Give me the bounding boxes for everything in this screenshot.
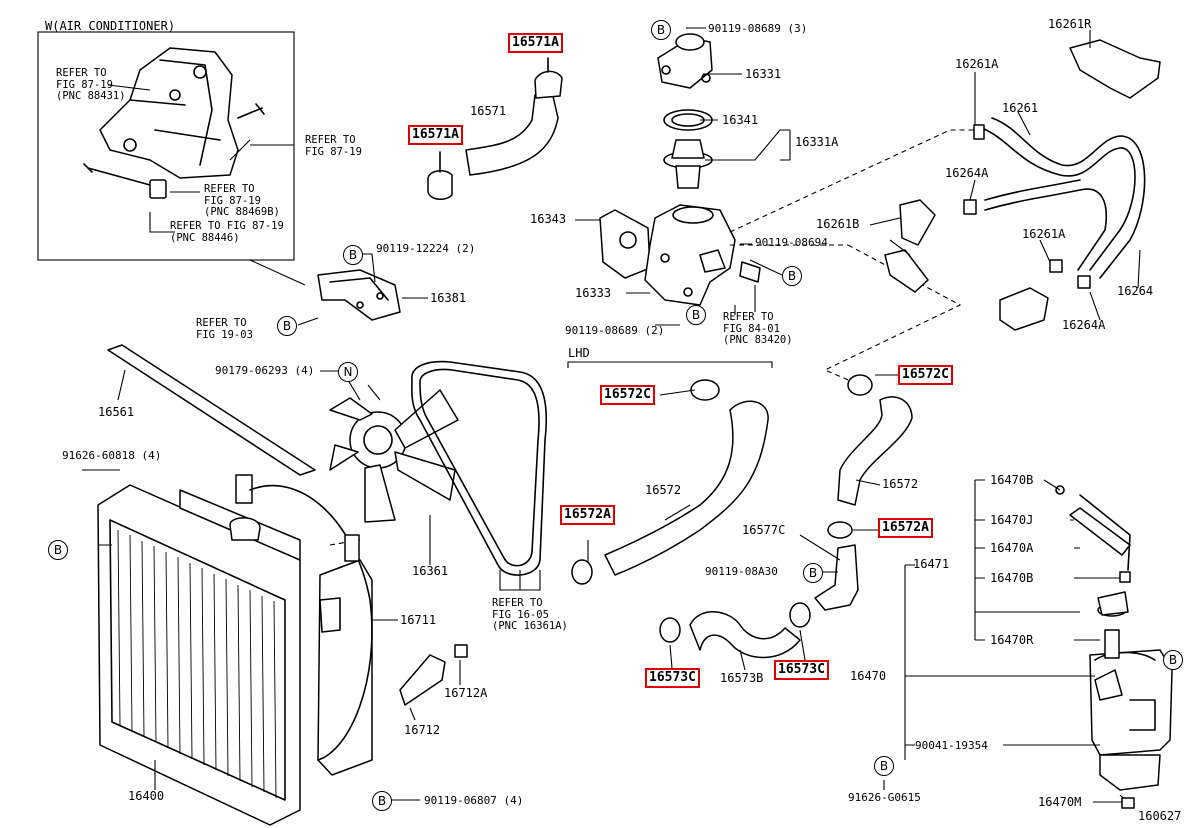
hose-16470A-drawing xyxy=(1079,494,1131,571)
radiator-16400-drawing xyxy=(97,474,301,826)
clip-16712A-drawing xyxy=(454,644,468,658)
bypass-pipe-16261-drawing xyxy=(963,117,1146,289)
part-16571A-highlight: 16571A xyxy=(508,33,563,53)
part-16261: 16261 xyxy=(1002,101,1039,115)
refer-fig-87-19-pnc-88431: REFER TO FIG 87-19 (PNC 88431) xyxy=(56,67,126,102)
bolt-symbol-b: B xyxy=(803,563,823,583)
part-16261A: 16261A xyxy=(955,57,999,71)
part-16470M: 16470M xyxy=(1038,795,1082,809)
part-16264A: 16264A xyxy=(945,166,989,180)
part-16264: 16264 xyxy=(1117,284,1154,298)
refer-fig-87-19: REFER TO FIG 87-19 xyxy=(305,134,362,158)
part-16571A-highlight: 16571A xyxy=(408,125,463,145)
lower-hose-16572-drawing xyxy=(837,374,913,506)
ac-compressor-bracket-drawing xyxy=(83,47,265,199)
part-16470J: 16470J xyxy=(990,513,1034,527)
part-91626-60818: 91626-60818 (4) xyxy=(62,449,162,462)
part-16381: 16381 xyxy=(430,291,467,305)
fan-shroud-16711-drawing xyxy=(249,484,373,776)
part-16341: 16341 xyxy=(722,113,759,127)
part-90119-08689-3: 90119-08689 (3) xyxy=(708,22,808,35)
part-16331A: 16331A xyxy=(795,135,839,149)
refer-fig-87-19-pnc-88446: REFER TO FIG 87-19 (PNC 88446) xyxy=(170,220,284,244)
part-16470R: 16470R xyxy=(990,633,1034,647)
part-16470B: 16470B xyxy=(990,473,1034,487)
part-16572: 16572 xyxy=(882,477,919,491)
part-16572A-highlight: 16572A xyxy=(878,518,933,538)
part-90119-08694: 90119-08694 xyxy=(755,236,828,249)
part-16572A-highlight: 16572A xyxy=(560,505,615,525)
part-16712: 16712 xyxy=(404,723,441,737)
part-16711: 16711 xyxy=(400,613,437,627)
lower-hose-16572-lhd-drawing xyxy=(571,379,769,585)
bolt-symbol-b: B xyxy=(372,791,392,811)
part-90119-12224: 90119-12224 (2) xyxy=(376,242,476,255)
part-16331: 16331 xyxy=(745,67,782,81)
part-16561: 16561 xyxy=(98,405,135,419)
bolt-symbol-b: B xyxy=(48,540,68,560)
part-16361: 16361 xyxy=(412,564,449,578)
shroud-bracket-16712-drawing xyxy=(399,654,446,706)
part-16261R: 16261R xyxy=(1048,17,1092,31)
refer-fig-16-05: REFER TO FIG 16-05 (PNC 16361A) xyxy=(492,597,568,632)
water-inlet-16331-drawing xyxy=(657,33,713,89)
seal-16561-drawing xyxy=(107,344,316,476)
hose-16573B-drawing xyxy=(659,602,811,659)
part-16343: 16343 xyxy=(530,212,567,226)
reservoir-tank-16470-drawing xyxy=(1089,603,1173,791)
bolt-symbol-b: B xyxy=(277,316,297,336)
refer-fig-87-19-pnc-88469b: REFER TO FIG 87-19 (PNC 88469B) xyxy=(204,183,280,218)
part-16261A: 16261A xyxy=(1022,227,1066,241)
bolt-symbol-b: B xyxy=(874,756,894,776)
bolt-symbol-b: B xyxy=(686,305,706,325)
part-16264A: 16264A xyxy=(1062,318,1106,332)
part-16712A: 16712A xyxy=(444,686,488,700)
part-16572C-highlight: 16572C xyxy=(600,385,655,405)
part-16573C-highlight: 16573C xyxy=(774,660,829,680)
lhd-label: LHD xyxy=(568,346,590,360)
part-16470B: 16470B xyxy=(990,571,1034,585)
bolt-symbol-b: B xyxy=(651,20,671,40)
thermostat-16331A-drawing xyxy=(663,139,713,189)
part-90179-06293: 90179-06293 (4) xyxy=(215,364,315,377)
housing-16333-drawing xyxy=(644,204,761,306)
connector-16261B-drawing xyxy=(884,199,1049,331)
clamp-16470B-drawing xyxy=(1097,591,1129,616)
bracket-16381-drawing xyxy=(317,269,401,321)
part-16573C-highlight: 16573C xyxy=(645,668,700,688)
refer-fig-84-01: REFER TO FIG 84-01 (PNC 83420) xyxy=(723,311,793,346)
part-16571: 16571 xyxy=(470,104,507,118)
figure-code: 160627 xyxy=(1138,809,1182,823)
refer-fig-19-03: REFER TO FIG 19-03 xyxy=(196,317,253,341)
air-conditioner-inset-box xyxy=(37,31,295,261)
part-16261B: 16261B xyxy=(816,217,860,231)
part-16333: 16333 xyxy=(575,286,612,300)
part-16572: 16572 xyxy=(645,483,682,497)
part-90119-08A30: 90119-08A30 xyxy=(705,565,778,578)
part-90119-08689-2: 90119-08689 (2) xyxy=(565,324,665,337)
part-16573B: 16573B xyxy=(720,671,764,685)
part-91626-G0615: 91626-G0615 xyxy=(848,791,921,804)
part-16577C: 16577C xyxy=(742,523,786,537)
part-16400: 16400 xyxy=(128,789,165,803)
bracket-16261R-drawing xyxy=(1069,39,1161,99)
gasket-16343-drawing xyxy=(599,209,651,279)
drive-belt-drawing xyxy=(411,360,548,576)
part-16470A: 16470A xyxy=(990,541,1034,555)
part-16572C-highlight: 16572C xyxy=(898,365,953,385)
bolt-symbol-b: B xyxy=(1163,650,1183,670)
pipe-16577C-drawing xyxy=(814,521,859,611)
nut-symbol-n: N xyxy=(338,362,358,382)
part-90041-19354: 90041-19354 xyxy=(915,739,988,752)
part-16471: 16471 xyxy=(913,557,950,571)
bolt-symbol-b: B xyxy=(343,245,363,265)
inset-title: W(AIR CONDITIONER) xyxy=(45,19,176,33)
upper-radiator-hose-16571-drawing xyxy=(427,57,563,200)
part-16470: 16470 xyxy=(850,669,887,683)
bolt-symbol-b: B xyxy=(782,266,802,286)
part-90119-06807: 90119-06807 (4) xyxy=(424,794,524,807)
